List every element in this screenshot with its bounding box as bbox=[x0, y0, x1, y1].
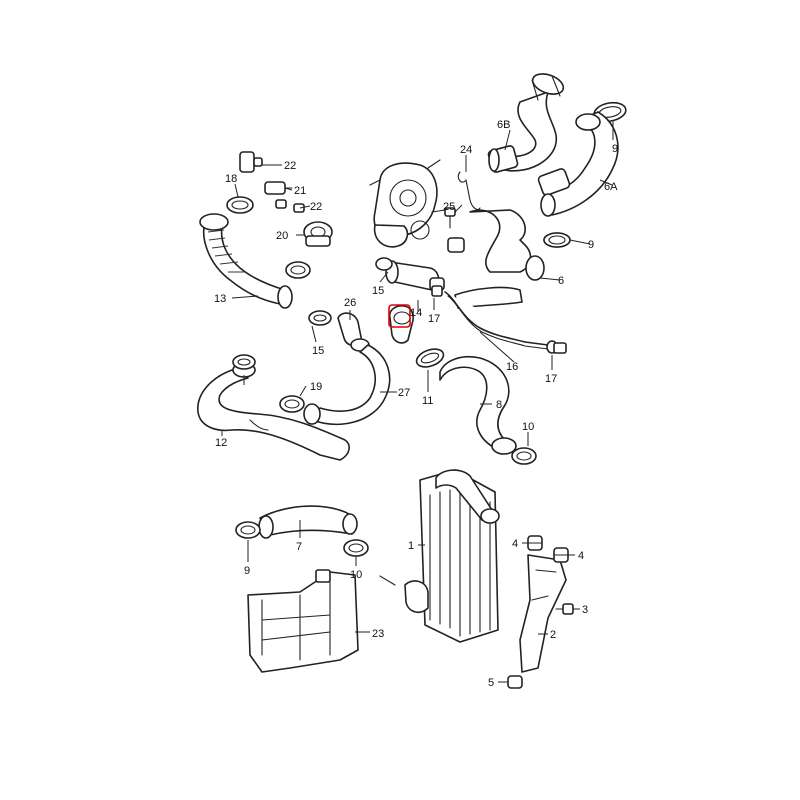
label-4-right: 4 bbox=[578, 550, 584, 562]
hose-clamp-19 bbox=[279, 395, 305, 413]
hose-clamp-10-bottom bbox=[343, 539, 369, 557]
grommet-4-right bbox=[553, 547, 569, 563]
label-20: 20 bbox=[276, 230, 288, 242]
hose-clamp-18 bbox=[226, 196, 254, 214]
nut-17-right bbox=[553, 342, 567, 354]
turbocharger bbox=[369, 159, 446, 248]
label-9-top: 9 bbox=[612, 143, 618, 155]
label-9-bottom: 9 bbox=[244, 565, 250, 577]
hose-clamp-9-mid bbox=[543, 232, 571, 248]
label-10-bottom: 10 bbox=[350, 569, 362, 581]
leader-lines bbox=[221, 120, 614, 683]
label-24: 24 bbox=[460, 144, 472, 156]
hose-clamp-10-right bbox=[511, 447, 537, 465]
label-26: 26 bbox=[344, 297, 356, 309]
label-9-mid: 9 bbox=[588, 239, 594, 251]
highlight-box bbox=[388, 304, 411, 328]
hose-7 bbox=[258, 505, 358, 539]
label-12: 12 bbox=[215, 437, 227, 449]
label-10-right: 10 bbox=[522, 421, 534, 433]
label-6b: 6B bbox=[497, 119, 510, 131]
hose-6b bbox=[487, 73, 565, 173]
air-duct-23 bbox=[247, 569, 359, 673]
label-17-mid: 17 bbox=[428, 313, 440, 325]
grommet-4-left bbox=[527, 535, 543, 551]
label-15-right: 15 bbox=[372, 285, 384, 297]
intake-pipe-14 bbox=[375, 257, 445, 291]
label-15-left: 15 bbox=[312, 345, 324, 357]
label-14: 14 bbox=[410, 307, 422, 319]
label-5: 5 bbox=[488, 677, 494, 689]
hose-27 bbox=[303, 344, 391, 426]
label-21: 21 bbox=[294, 185, 306, 197]
hose-clamp-left-1 bbox=[285, 261, 311, 279]
bolt-25 bbox=[444, 207, 456, 229]
nut-5 bbox=[507, 675, 523, 689]
label-1: 1 bbox=[408, 540, 414, 552]
hose-clamp-left-12 bbox=[232, 354, 256, 370]
sensor-22 bbox=[239, 151, 263, 173]
highlighted-part-14 bbox=[388, 304, 414, 344]
hose-6a bbox=[537, 111, 619, 217]
label-13: 13 bbox=[214, 293, 226, 305]
housing-20 bbox=[303, 221, 333, 247]
label-22: 22 bbox=[284, 160, 296, 172]
label-11: 11 bbox=[422, 395, 433, 407]
label-19: 19 bbox=[310, 381, 322, 393]
label-4-left: 4 bbox=[512, 538, 518, 550]
bolt-3 bbox=[555, 603, 574, 615]
bolt-pair bbox=[275, 199, 305, 213]
label-22b: 22 bbox=[310, 201, 322, 213]
hose-clamp-9-bottom bbox=[235, 521, 261, 539]
hose-13 bbox=[199, 213, 293, 309]
label-27: 27 bbox=[398, 387, 410, 399]
label-17-right: 17 bbox=[545, 373, 557, 385]
wire-clip-24 bbox=[457, 171, 481, 211]
intercooler-1 bbox=[379, 469, 500, 643]
hose-clamp-15-left bbox=[308, 310, 332, 326]
hose-6 bbox=[447, 209, 571, 309]
label-23: 23 bbox=[372, 628, 384, 640]
label-18: 18 bbox=[225, 173, 237, 185]
label-6: 6 bbox=[558, 275, 564, 287]
label-6a: 6A bbox=[604, 181, 618, 193]
nut-17-mid bbox=[431, 285, 443, 297]
label-8: 8 bbox=[496, 399, 502, 411]
hose-8 bbox=[439, 356, 517, 455]
hose-26 bbox=[337, 312, 370, 352]
label-25: 25 bbox=[443, 201, 455, 213]
hose-clamp-11 bbox=[415, 348, 445, 368]
label-2: 2 bbox=[550, 629, 556, 641]
adapter-21 bbox=[264, 181, 293, 195]
bracket-2 bbox=[519, 554, 567, 673]
label-7: 7 bbox=[296, 541, 302, 553]
label-16: 16 bbox=[506, 361, 518, 373]
label-3: 3 bbox=[582, 604, 588, 616]
